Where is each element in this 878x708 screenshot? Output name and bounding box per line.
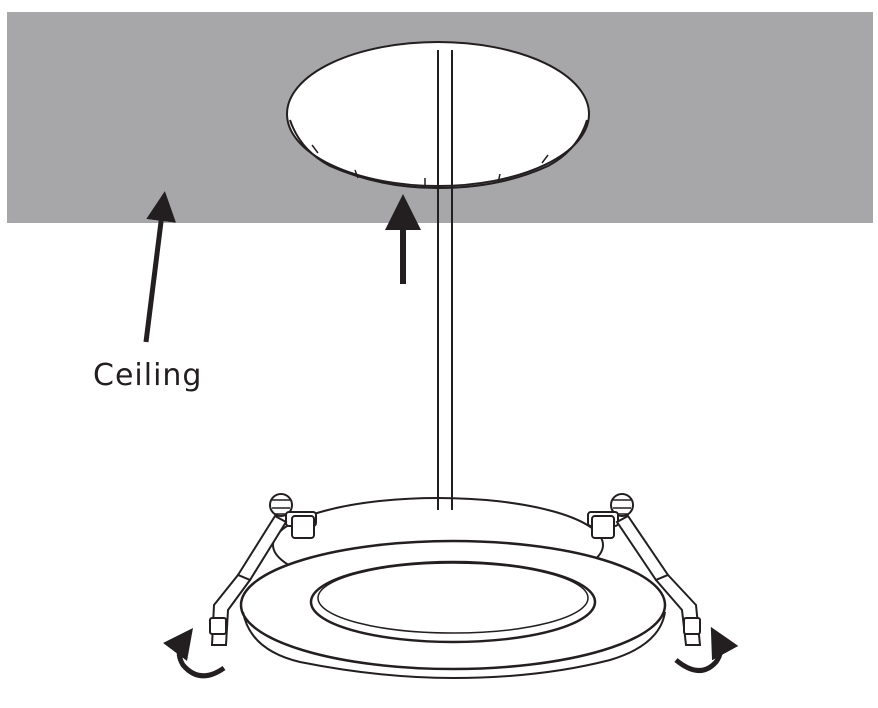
left-spring-clip	[209, 493, 317, 646]
recessed-light-fixture	[239, 497, 667, 680]
left-rotate-arrow	[163, 627, 226, 679]
suspension-rod	[437, 50, 453, 500]
ceiling-pointer-arrow	[143, 191, 177, 343]
ceiling-label: Ceiling	[93, 358, 203, 393]
right-rotate-arrow	[674, 626, 739, 673]
right-spring-clip	[587, 493, 702, 646]
